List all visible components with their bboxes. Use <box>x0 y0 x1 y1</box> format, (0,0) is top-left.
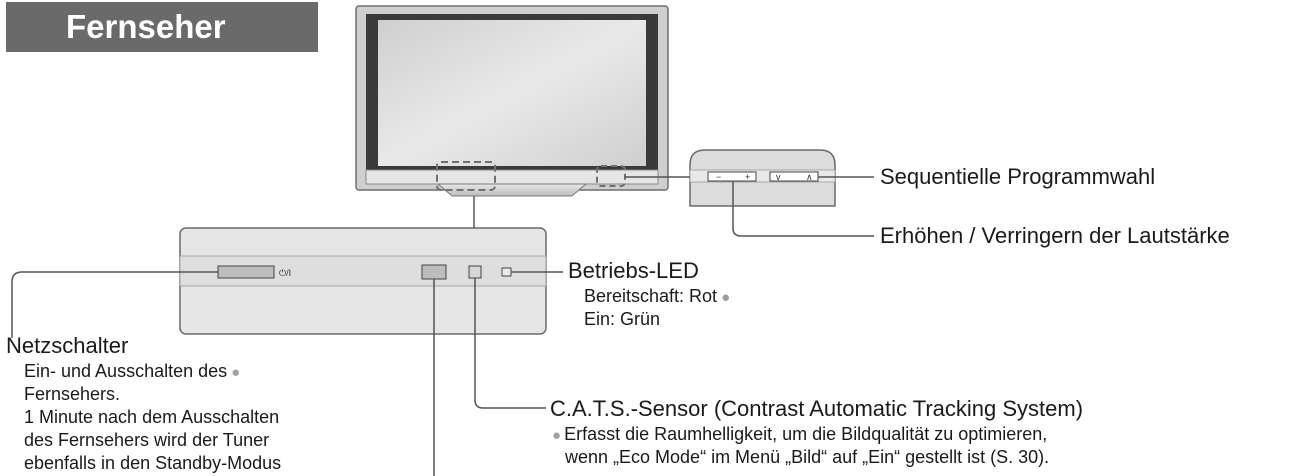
power-switch-line2: Fernsehers. <box>24 384 121 404</box>
power-switch-line3: 1 Minute nach dem Ausschalten <box>24 407 280 427</box>
bullet-icon: ● <box>552 427 562 444</box>
bullet-icon: ● <box>231 364 241 381</box>
led-on: Ein: Grün <box>584 309 661 329</box>
led-title: Betriebs-LED <box>568 258 699 283</box>
power-switch-title: Netzschalter <box>6 333 129 358</box>
cats-line1-text: Erfasst die Raumhelligkeit, um die Bildq… <box>564 424 1048 444</box>
power-switch-line1: Ein- und Ausschalten des● <box>24 360 240 384</box>
vol-minus-mark: − <box>716 172 721 182</box>
led-standby: Bereitschaft: Rot● <box>584 285 730 309</box>
cats-sensor-shape <box>468 265 482 279</box>
power-switch-line1-text: Ein- und Ausschalten des <box>24 361 228 381</box>
cats-line1: ●Erfasst die Raumhelligkeit, um die Bild… <box>552 423 1047 447</box>
power-switch-line4: des Fernsehers wird der Tuner <box>24 430 270 450</box>
cats-line2: wenn „Eco Mode“ im Menü „Bild“ auf „Ein“… <box>565 447 1050 467</box>
led-standby-text: Bereitschaft: Rot <box>584 286 718 306</box>
section-title: Fernseher <box>6 2 318 52</box>
ch-up-mark: ∧ <box>806 172 813 182</box>
side-control-panel: − + v ∧ <box>689 149 836 207</box>
button-area-highlight <box>596 165 626 187</box>
power-symbol: ⏻/I <box>279 268 291 278</box>
volume-button <box>707 171 757 182</box>
remote-sensor-shape <box>421 264 447 280</box>
bullet-icon: ● <box>721 289 731 306</box>
tv-illustration <box>355 5 669 197</box>
vol-plus-mark: + <box>745 172 750 182</box>
ch-down-mark: v <box>776 172 781 182</box>
volume-label: Erhöhen / Verringern der Lautstärke <box>880 223 1230 248</box>
power-led-shape <box>501 267 512 277</box>
power-switch-shape <box>217 265 275 279</box>
program-select-label: Sequentielle Programmwahl <box>880 164 1156 189</box>
tv-bottom-strip <box>365 169 659 185</box>
tv-screen <box>378 20 646 166</box>
cats-title: C.A.T.S.-Sensor (Contrast Automatic Trac… <box>550 396 1084 421</box>
bottom-control-panel: ⏻/I <box>179 227 547 335</box>
tv-stand <box>436 183 588 197</box>
power-switch-line5: ebenfalls in den Standby-Modus <box>24 453 282 473</box>
leader-lines <box>11 176 874 476</box>
control-area-highlight <box>436 161 496 191</box>
